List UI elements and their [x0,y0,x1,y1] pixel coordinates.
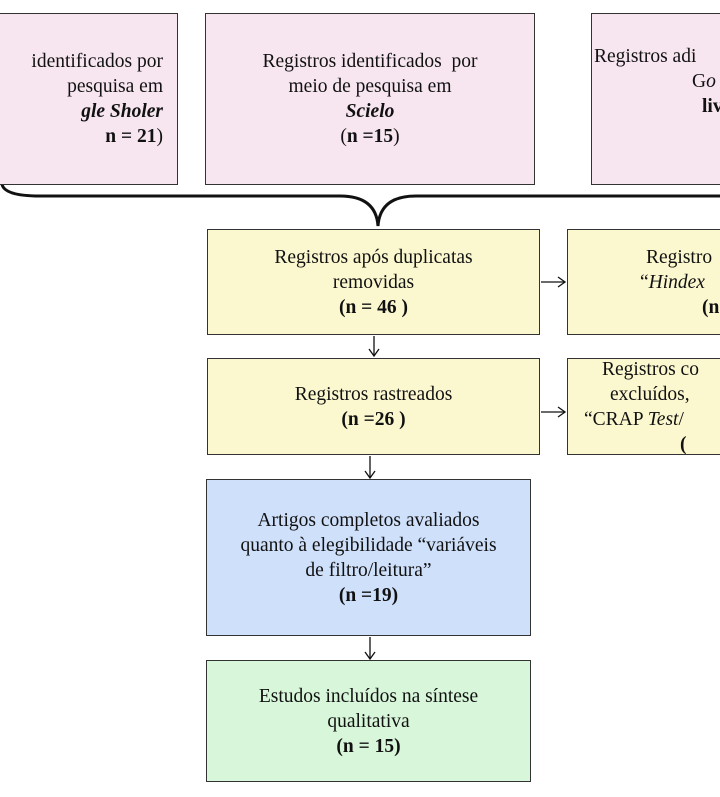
box-line: Registro [646,246,713,268]
source-box-scielo: Registros identificados por meio de pesq… [205,13,535,185]
source-line: meio de pesquisa em [288,76,452,97]
box-line: Registros co [602,358,699,380]
arrow-screened-to-excluded [541,406,567,418]
source-box-google-scholar: identificados por pesquisa em gle Sholer… [0,13,178,185]
box-line: Estudos incluídos na síntese [258,685,479,707]
arrow-dup-to-screened [368,336,380,358]
box-line: “Hindex [640,271,705,293]
box-line: qualitativa [327,710,410,732]
source-name: Scielo [345,101,395,122]
box-line: de filtro/leitura” [305,559,432,581]
box-count: (n =19) [338,584,399,606]
box-excluded-hindex: Registro “Hindex (n [567,229,720,335]
box-count: ( [680,433,687,455]
source-line: identificados por [31,51,163,72]
merge-bracket [0,183,720,227]
box-line: Registros rastreados [294,383,453,405]
arrow-dup-to-excluded [541,276,567,288]
source-line: pesquisa em [67,76,163,97]
box-line: Artigos completos avaliados [257,509,480,531]
source-name: gle Sholer [81,101,163,122]
box-screened: Registros rastreados (n =26 ) [207,358,540,455]
arrow-screened-to-eligibility [364,456,376,480]
source-line: Go [692,71,716,92]
source-line: Registros identificados por [262,51,478,72]
box-count: (n = 46 ) [338,296,409,318]
box-line: excluídos, [610,383,690,405]
source-count: n = 21) [105,126,163,147]
box-count: (n [702,296,720,318]
arrow-eligibility-to-included [364,637,376,661]
box-line: quanto à elegibilidade “variáveis [240,534,497,556]
box-count: (n = 15) [336,735,401,757]
box-line: removidas [332,271,415,293]
source-line: liv [702,96,720,117]
box-line: “CRAP Test/ [584,408,684,430]
source-line: Registros adi [594,46,697,67]
box-after-duplicates: Registros após duplicatas removidas (n =… [207,229,540,335]
source-box-additional: Registros adi Go liv [591,13,720,185]
box-line: Registros após duplicatas [274,246,473,268]
source-count: (n =15) [340,126,400,147]
box-eligibility: Artigos completos avaliados quanto à ele… [206,479,531,636]
box-included: Estudos incluídos na síntese qualitativa… [206,660,531,782]
box-excluded-crap: Registros co excluídos, “CRAP Test/ ( [567,358,720,455]
box-count: (n =26 ) [341,408,406,430]
